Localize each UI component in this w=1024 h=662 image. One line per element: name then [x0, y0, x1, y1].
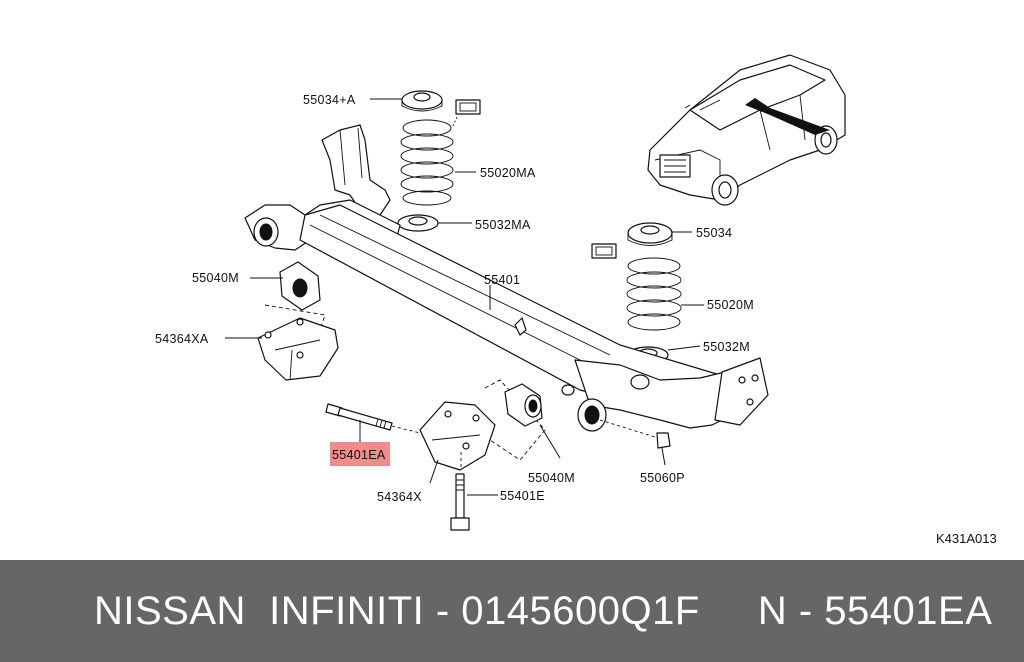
bushing-left: [279, 261, 321, 311]
bushing-bottom: [484, 379, 546, 461]
coil-spring-left: [400, 119, 454, 206]
label-55401[interactable]: 55401: [484, 273, 520, 287]
part-number-banner: NISSAN INFINITI - 0145600Q1F N - 55401EA: [0, 560, 1024, 662]
left-spring-assembly: [397, 90, 481, 232]
label-55034[interactable]: 55034: [696, 226, 732, 240]
nut-55060p: [599, 419, 671, 449]
label-55020ma[interactable]: 55020MA: [480, 166, 536, 180]
bracket-bottom-54364x: [419, 401, 496, 471]
vehicle-locator-illustration: [647, 54, 846, 206]
parts-diagram: 55034+A 55020MA 55032MA 55040M 55401 550…: [155, 54, 997, 546]
label-55401e[interactable]: 55401E: [500, 489, 545, 503]
label-54364x[interactable]: 54364X: [377, 490, 422, 504]
label-55032m[interactable]: 55032M: [703, 340, 750, 354]
label-55020m[interactable]: 55020M: [707, 298, 754, 312]
label-55060p[interactable]: 55060P: [640, 471, 685, 485]
diagram-reference-code: K431A013: [936, 531, 997, 546]
label-55032ma[interactable]: 55032MA: [475, 218, 531, 232]
label-55040m-left[interactable]: 55040M: [192, 271, 239, 285]
label-55401ea[interactable]: 55401EA: [332, 448, 386, 462]
part-labels: 55034+A 55020MA 55032MA 55040M 55401 550…: [155, 93, 754, 504]
bolt-55401ea: [325, 403, 421, 434]
label-54364xa[interactable]: 54364XA: [155, 332, 209, 346]
rear-axle-exploded-view: 55034+A 55020MA 55032MA 55040M 55401 550…: [155, 54, 846, 531]
coil-spring-right: [626, 257, 682, 331]
leader-lines: [225, 98, 704, 496]
banner-text: NISSAN INFINITI - 0145600Q1F N - 55401EA: [94, 588, 993, 633]
label-55040m-bottom[interactable]: 55040M: [528, 471, 575, 485]
label-55034a[interactable]: 55034+A: [303, 93, 356, 107]
bolt-55401e: [450, 452, 470, 531]
rear-axle-beam: [244, 124, 769, 432]
bracket-left-54364xa: [257, 304, 339, 381]
highlight-55401ea: [330, 442, 390, 466]
